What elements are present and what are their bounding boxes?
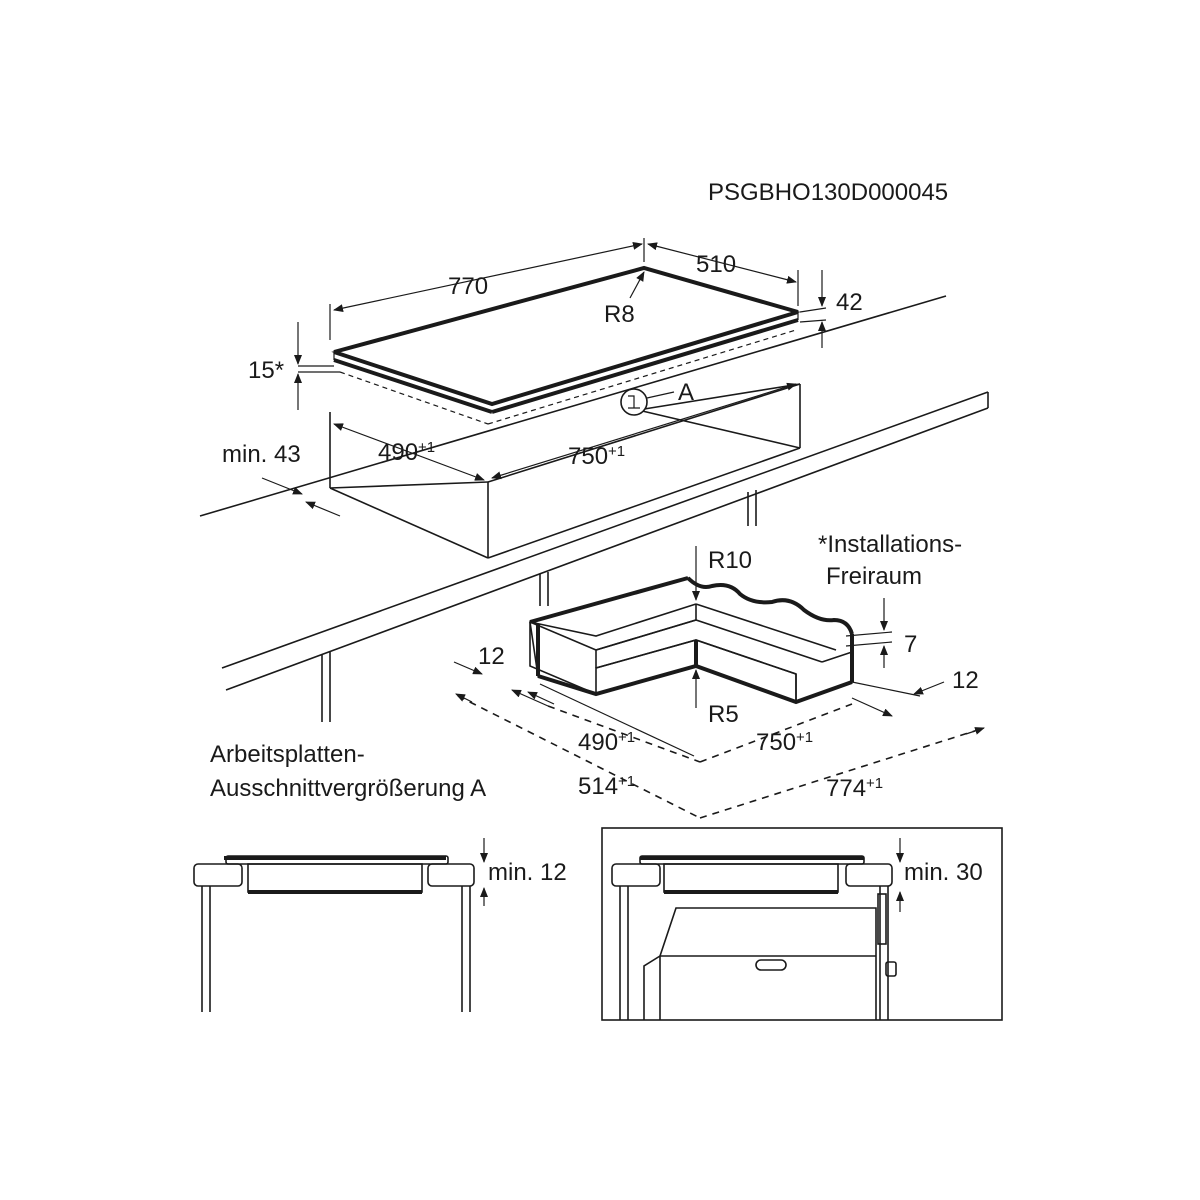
- dimension-detail-514-774: 514+1 774+1: [455, 693, 985, 819]
- section-right-min-label: min. 30: [904, 859, 983, 886]
- dimension-15: 15*: [248, 322, 340, 410]
- hob-depth-label: 510: [696, 251, 736, 278]
- detail-marker-label: A: [678, 379, 694, 406]
- hob-width-label: 770: [448, 273, 488, 300]
- detail-total-depth-label: 514+1: [578, 773, 635, 800]
- cutout-depth-label: 490+1: [378, 439, 435, 466]
- hob-radius-label: R8: [604, 301, 635, 328]
- section-view-left: min. 12: [193, 838, 567, 1012]
- detail-view-a: [529, 576, 854, 705]
- radius-r10: R10: [692, 546, 752, 601]
- outer-radius-label: R10: [708, 547, 752, 574]
- hob-height-label: 42: [836, 289, 863, 316]
- caption-line-1: Arbeitsplatten-: [210, 741, 365, 768]
- dimension-12-right: 12: [851, 667, 979, 697]
- cutout-opening: [329, 383, 801, 559]
- cutout-width-label: 750+1: [568, 443, 625, 470]
- dimension-750: 750+1: [491, 382, 797, 480]
- dimension-7: 7: [845, 598, 917, 668]
- caption: Arbeitsplatten- Ausschnittvergrößerung A: [210, 741, 486, 802]
- radius-r5: R5: [692, 669, 739, 728]
- inner-radius-label: R5: [708, 701, 739, 728]
- detail-marker-a: A: [620, 379, 694, 416]
- hob: [331, 265, 801, 425]
- detail-width-label: 750+1: [756, 729, 813, 756]
- detail-depth-label: 490+1: [578, 729, 635, 756]
- clearance-label: 15*: [248, 357, 284, 384]
- min-edge-label: min. 43: [222, 441, 301, 468]
- installation-note: *Installations- Freiraum: [818, 531, 962, 590]
- section-view-right: min. 30: [601, 827, 1003, 1021]
- step-label: 7: [904, 631, 917, 658]
- document-code: PSGBHO130D000045: [708, 179, 948, 206]
- dimension-510: 510: [647, 242, 799, 306]
- dimension-min-43: min. 43: [222, 441, 341, 517]
- section-left-min-label: min. 12: [488, 859, 567, 886]
- dimension-770: 770: [329, 238, 645, 340]
- radius-r8: R8: [604, 271, 645, 328]
- detail-total-width-label: 774+1: [826, 775, 883, 802]
- dimension-12-left: 12: [453, 643, 555, 705]
- left-margin-label: 12: [478, 643, 505, 670]
- dimension-detail-490-750: 490+1 750+1: [511, 683, 893, 763]
- dimension-42: 42: [799, 270, 863, 348]
- note-line-2: Freiraum: [826, 563, 922, 590]
- caption-line-2: Ausschnittvergrößerung A: [210, 775, 486, 802]
- note-line-1: *Installations-: [818, 531, 962, 558]
- dimension-490: 490+1: [333, 423, 485, 481]
- right-margin-label: 12: [952, 667, 979, 694]
